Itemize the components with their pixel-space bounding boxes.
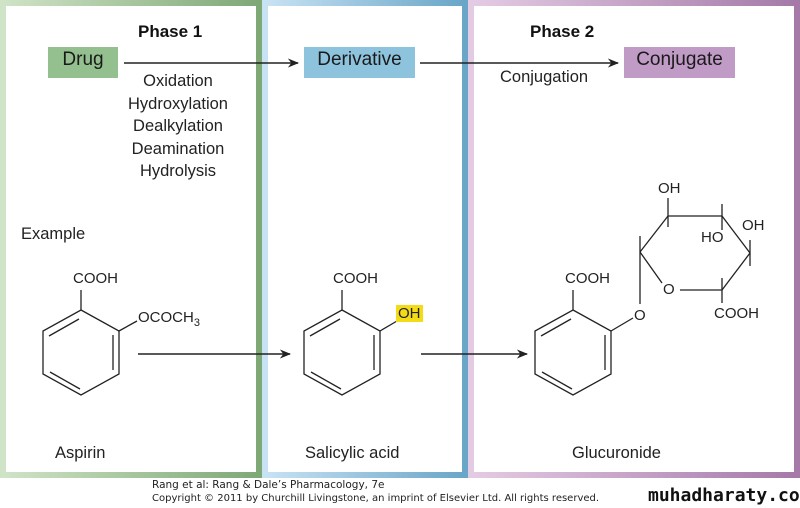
aspirin-acetyl-group: OCOCH3 (138, 309, 200, 329)
salicylic-oh-group-highlighted: OH (396, 305, 423, 322)
aspirin-acetyl-text: OCOCH (138, 309, 194, 326)
reaction-dealkylation: Dealkylation (133, 117, 223, 135)
aspirin-name: Aspirin (55, 444, 106, 462)
aspirin-acetyl-subscript: 3 (193, 317, 200, 329)
derivative-panel (262, 0, 468, 478)
drug-stage-label: Drug (48, 47, 118, 78)
glucuronide-name: Glucuronide (572, 444, 661, 462)
phase2-panel (468, 0, 800, 478)
glucuronide-aromatic-cooh: COOH (565, 270, 610, 287)
aspirin-ring (42, 290, 138, 396)
phase1-panel (0, 0, 262, 478)
watermark: muhadharaty.com (648, 485, 800, 506)
reaction-hydrolysis: Hydrolysis (139, 162, 217, 180)
phase1-title: Phase 1 (138, 22, 203, 41)
phase2-title: Phase 2 (530, 22, 595, 41)
glucuronide-ring-cooh: COOH (714, 305, 759, 322)
salicylic-acid-name: Salicylic acid (305, 444, 400, 462)
reaction-deamination: Deamination (131, 139, 225, 158)
copyright-text: Copyright © 2011 by Churchill Livingston… (152, 493, 600, 504)
glucuronide-linker-oxygen: O (634, 307, 646, 324)
glucuronide-ring-oxygen: O (663, 281, 675, 298)
salicylic-ring (303, 290, 398, 396)
reaction-oxidation: Oxidation (143, 72, 213, 90)
glucuronide-aromatic-ring (534, 290, 634, 396)
conjugation-reaction-label: Conjugation (500, 68, 589, 86)
derivative-stage-label: Derivative (304, 47, 415, 78)
example-label: Example (21, 225, 86, 243)
citation-text: Rang et al: Rang & Dale’s Pharmacology, … (152, 479, 385, 491)
glucuronide-oh-right: OH (742, 217, 765, 234)
glucuronide-ho: HO (701, 229, 724, 246)
conjugate-stage-label: Conjugate (624, 47, 735, 78)
glucuronide-oh-top: OH (658, 180, 681, 197)
salicylic-cooh-group: COOH (333, 270, 378, 287)
phase1-reactions-list: Oxidation Hydroxylation Dealkylation Dea… (118, 70, 238, 183)
glucuronic-acid-ring (639, 198, 751, 304)
aspirin-cooh-group: COOH (73, 270, 118, 287)
reaction-hydroxylation: Hydroxylation (128, 94, 228, 113)
